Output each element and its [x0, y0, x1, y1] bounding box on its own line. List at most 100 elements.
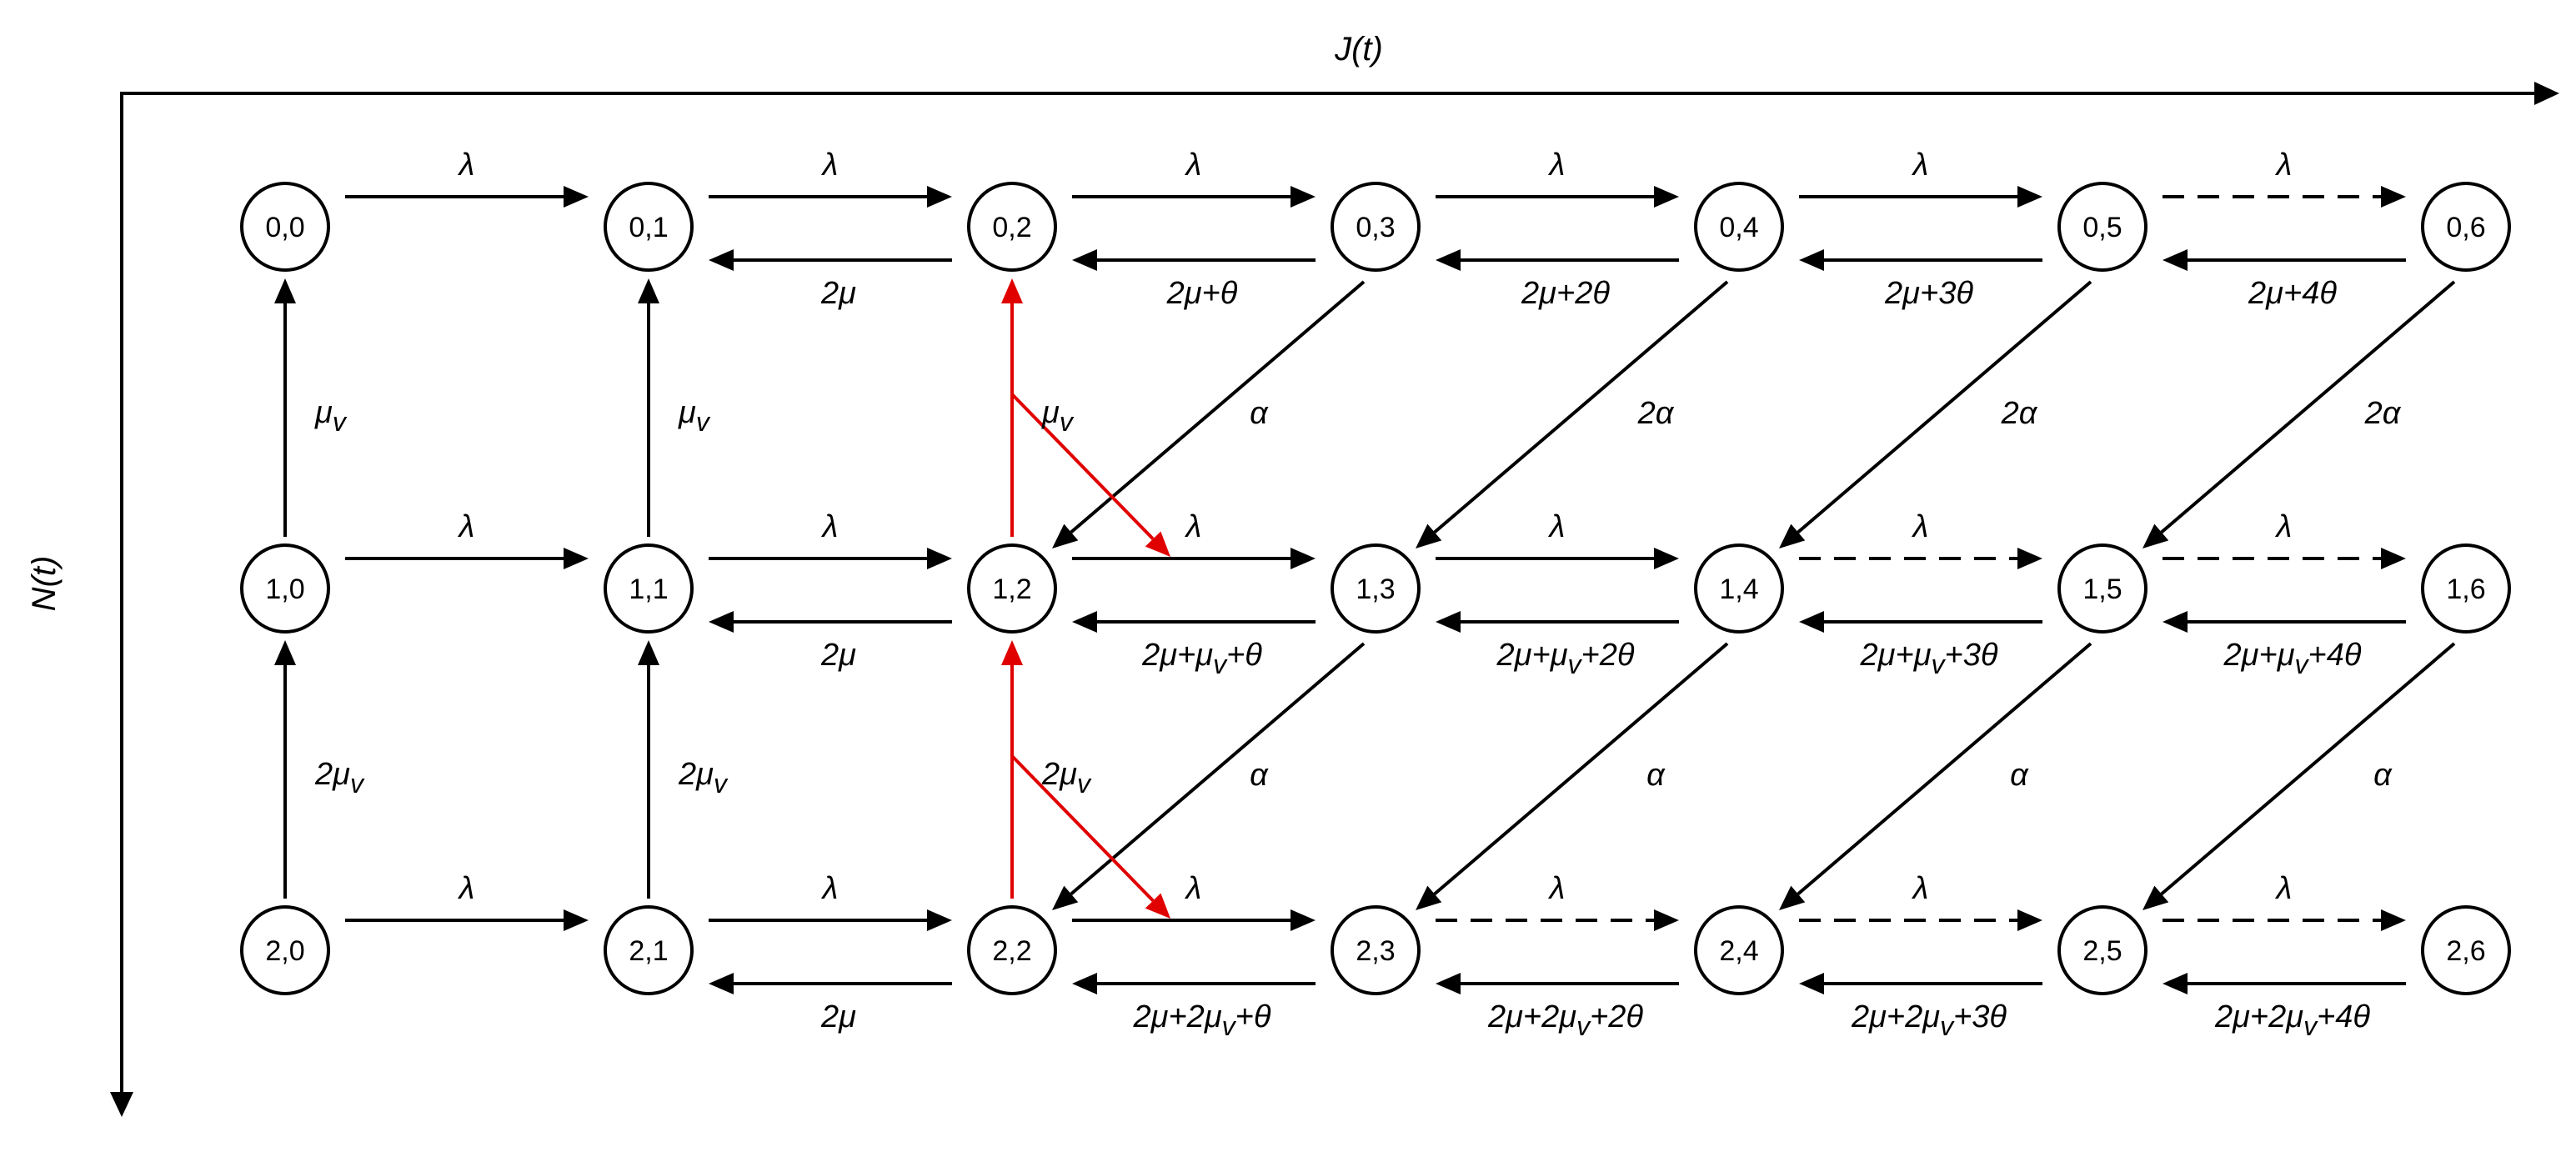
upward-label-2-0: 2μv​ [314, 757, 365, 799]
horizontal-axis-arrowhead [2534, 82, 2559, 105]
state-node-2-4: 2,4 [1694, 905, 1784, 995]
state-node-1-2: 1,2 [967, 543, 1057, 634]
highlight-branch-arrow-1-shaft [1010, 393, 1155, 540]
state-node-circle-2-3 [1331, 905, 1421, 995]
forward-arrow-1-2-head [1291, 548, 1316, 569]
state-node-circle-2-4 [1694, 905, 1784, 995]
forward-arrow-0-3 [1436, 186, 1679, 208]
forward-arrow-0-1 [709, 186, 952, 208]
diagonal-arrow-2-6-head [2142, 885, 2169, 910]
state-node-1-6: 1,6 [2421, 543, 2511, 634]
state-node-1-3: 1,3 [1331, 543, 1421, 634]
forward-arrow-0-2-head [1291, 186, 1316, 208]
state-node-circle-2-2 [967, 905, 1057, 995]
diagonal-label-2-6: α [2373, 758, 2393, 793]
forward-arrow-2-0-head [564, 909, 589, 931]
forward-label-2-0: λ [458, 871, 475, 906]
state-node-circle-0-2 [967, 182, 1057, 272]
state-node-2-2: 2,2 [967, 905, 1057, 995]
state-node-label-1-1: 1,1 [629, 573, 668, 605]
forward-label-2-4: λ [1912, 871, 1929, 906]
state-node-0-4: 0,4 [1694, 182, 1784, 272]
backward-label-0-2: 2μ+θ [1166, 276, 1238, 311]
state-node-2-0: 2,0 [240, 905, 330, 995]
backward-label-2-2: 2μ+2μv​+θ [1133, 999, 1271, 1041]
forward-arrow-2-1 [709, 909, 952, 931]
backward-arrow-0-4 [1799, 249, 2042, 271]
diagonal-arrow-1-3-shaft [1070, 280, 1366, 534]
backward-arrow-1-2-head [1072, 611, 1097, 633]
backward-label-0-1: 2μ [820, 276, 856, 311]
forward-arrow-2-2-head [1291, 909, 1316, 931]
diagonal-arrow-2-4-head [1416, 885, 1442, 910]
state-node-label-0-6: 0,6 [2446, 212, 2485, 243]
forward-arrow-0-0 [345, 186, 589, 208]
upward-arrow-2-2 [1001, 640, 1023, 899]
forward-arrow-0-1-head [927, 186, 952, 208]
forward-arrow-1-5 [2163, 548, 2406, 569]
state-node-label-0-5: 0,5 [2082, 212, 2122, 243]
state-node-circle-1-3 [1331, 543, 1421, 634]
upward-arrow-2-1 [638, 640, 659, 899]
forward-arrow-0-4 [1799, 186, 2042, 208]
axes: J(t) N(t) [26, 31, 2559, 1117]
backward-label-0-3: 2μ+2θ [1521, 276, 1610, 311]
state-node-1-1: 1,1 [604, 543, 694, 634]
diagonal-arrow-2-3-head [1052, 885, 1079, 910]
diagonal-arrow-2-4-shaft [1433, 642, 1729, 896]
state-node-2-3: 2,3 [1331, 905, 1421, 995]
forward-label-2-5: λ [2275, 871, 2293, 906]
forward-arrow-0-0-head [564, 186, 589, 208]
state-node-label-2-3: 2,3 [1356, 935, 1395, 967]
state-node-label-1-4: 1,4 [1719, 573, 1758, 605]
forward-arrow-2-5-head [2381, 909, 2406, 931]
backward-arrow-2-3-head [1436, 973, 1461, 994]
diagonal-arrow-1-5-head [1779, 523, 1806, 548]
backward-label-1-5: 2μ+μv​+4θ [2223, 638, 2362, 679]
state-node-circle-2-5 [2057, 905, 2148, 995]
backward-label-2-4: 2μ+2μv​+3θ [1851, 999, 2007, 1041]
upward-label-2-2: 2μv​ [1041, 757, 1092, 799]
state-node-circle-0-3 [1331, 182, 1421, 272]
diagonal-arrow-1-3 [1052, 280, 1366, 548]
state-node-label-2-4: 2,4 [1719, 935, 1758, 967]
state-node-0-2: 0,2 [967, 182, 1057, 272]
backward-arrow-2-1 [709, 973, 952, 994]
diagonal-arrow-1-5 [1779, 280, 2092, 548]
forward-label-1-3: λ [1548, 509, 1566, 544]
diagonal-label-2-5: α [2010, 758, 2029, 793]
forward-label-0-3: λ [1548, 148, 1566, 183]
forward-arrow-0-2 [1072, 186, 1316, 208]
upward-label-1-0: μv​ [314, 395, 348, 437]
state-node-label-2-6: 2,6 [2446, 935, 2485, 967]
forward-arrow-1-4 [1799, 548, 2042, 569]
diagonal-arrow-1-6 [2142, 280, 2456, 548]
backward-label-1-3: 2μ+μv​+2θ [1496, 638, 1635, 679]
backward-label-2-3: 2μ+2μv​+2θ [1487, 999, 1643, 1041]
diagonal-arrow-2-5-shaft [1797, 642, 2092, 896]
backward-arrow-2-4 [1799, 973, 2042, 994]
diagonal-arrow-1-6-head [2142, 523, 2169, 548]
upward-arrow-1-0 [274, 278, 296, 537]
state-node-label-2-0: 2,0 [265, 935, 304, 967]
diagonal-label-1-6: 2α [2364, 396, 2402, 431]
backward-arrow-0-3-head [1436, 249, 1461, 271]
state-node-label-0-2: 0,2 [992, 212, 1031, 243]
state-node-1-5: 1,5 [2057, 543, 2148, 634]
forward-arrow-1-4-head [2017, 548, 2042, 569]
backward-arrow-1-3-head [1436, 611, 1461, 633]
upward-arrow-2-2-head [1001, 640, 1023, 665]
state-node-circle-0-1 [604, 182, 694, 272]
backward-arrow-1-4-head [1799, 611, 1824, 633]
forward-arrow-0-5 [2163, 186, 2406, 208]
vertical-axis-arrowhead [110, 1092, 133, 1117]
diagonal-label-1-5: 2α [2001, 396, 2038, 431]
backward-arrow-0-3 [1436, 249, 1679, 271]
backward-arrow-2-2 [1072, 973, 1316, 994]
forward-label-1-2: λ [1185, 509, 1202, 544]
state-node-circle-0-6 [2421, 182, 2511, 272]
backward-label-2-1: 2μ [820, 999, 856, 1034]
forward-arrow-2-0 [345, 909, 589, 931]
state-node-circle-1-6 [2421, 543, 2511, 634]
